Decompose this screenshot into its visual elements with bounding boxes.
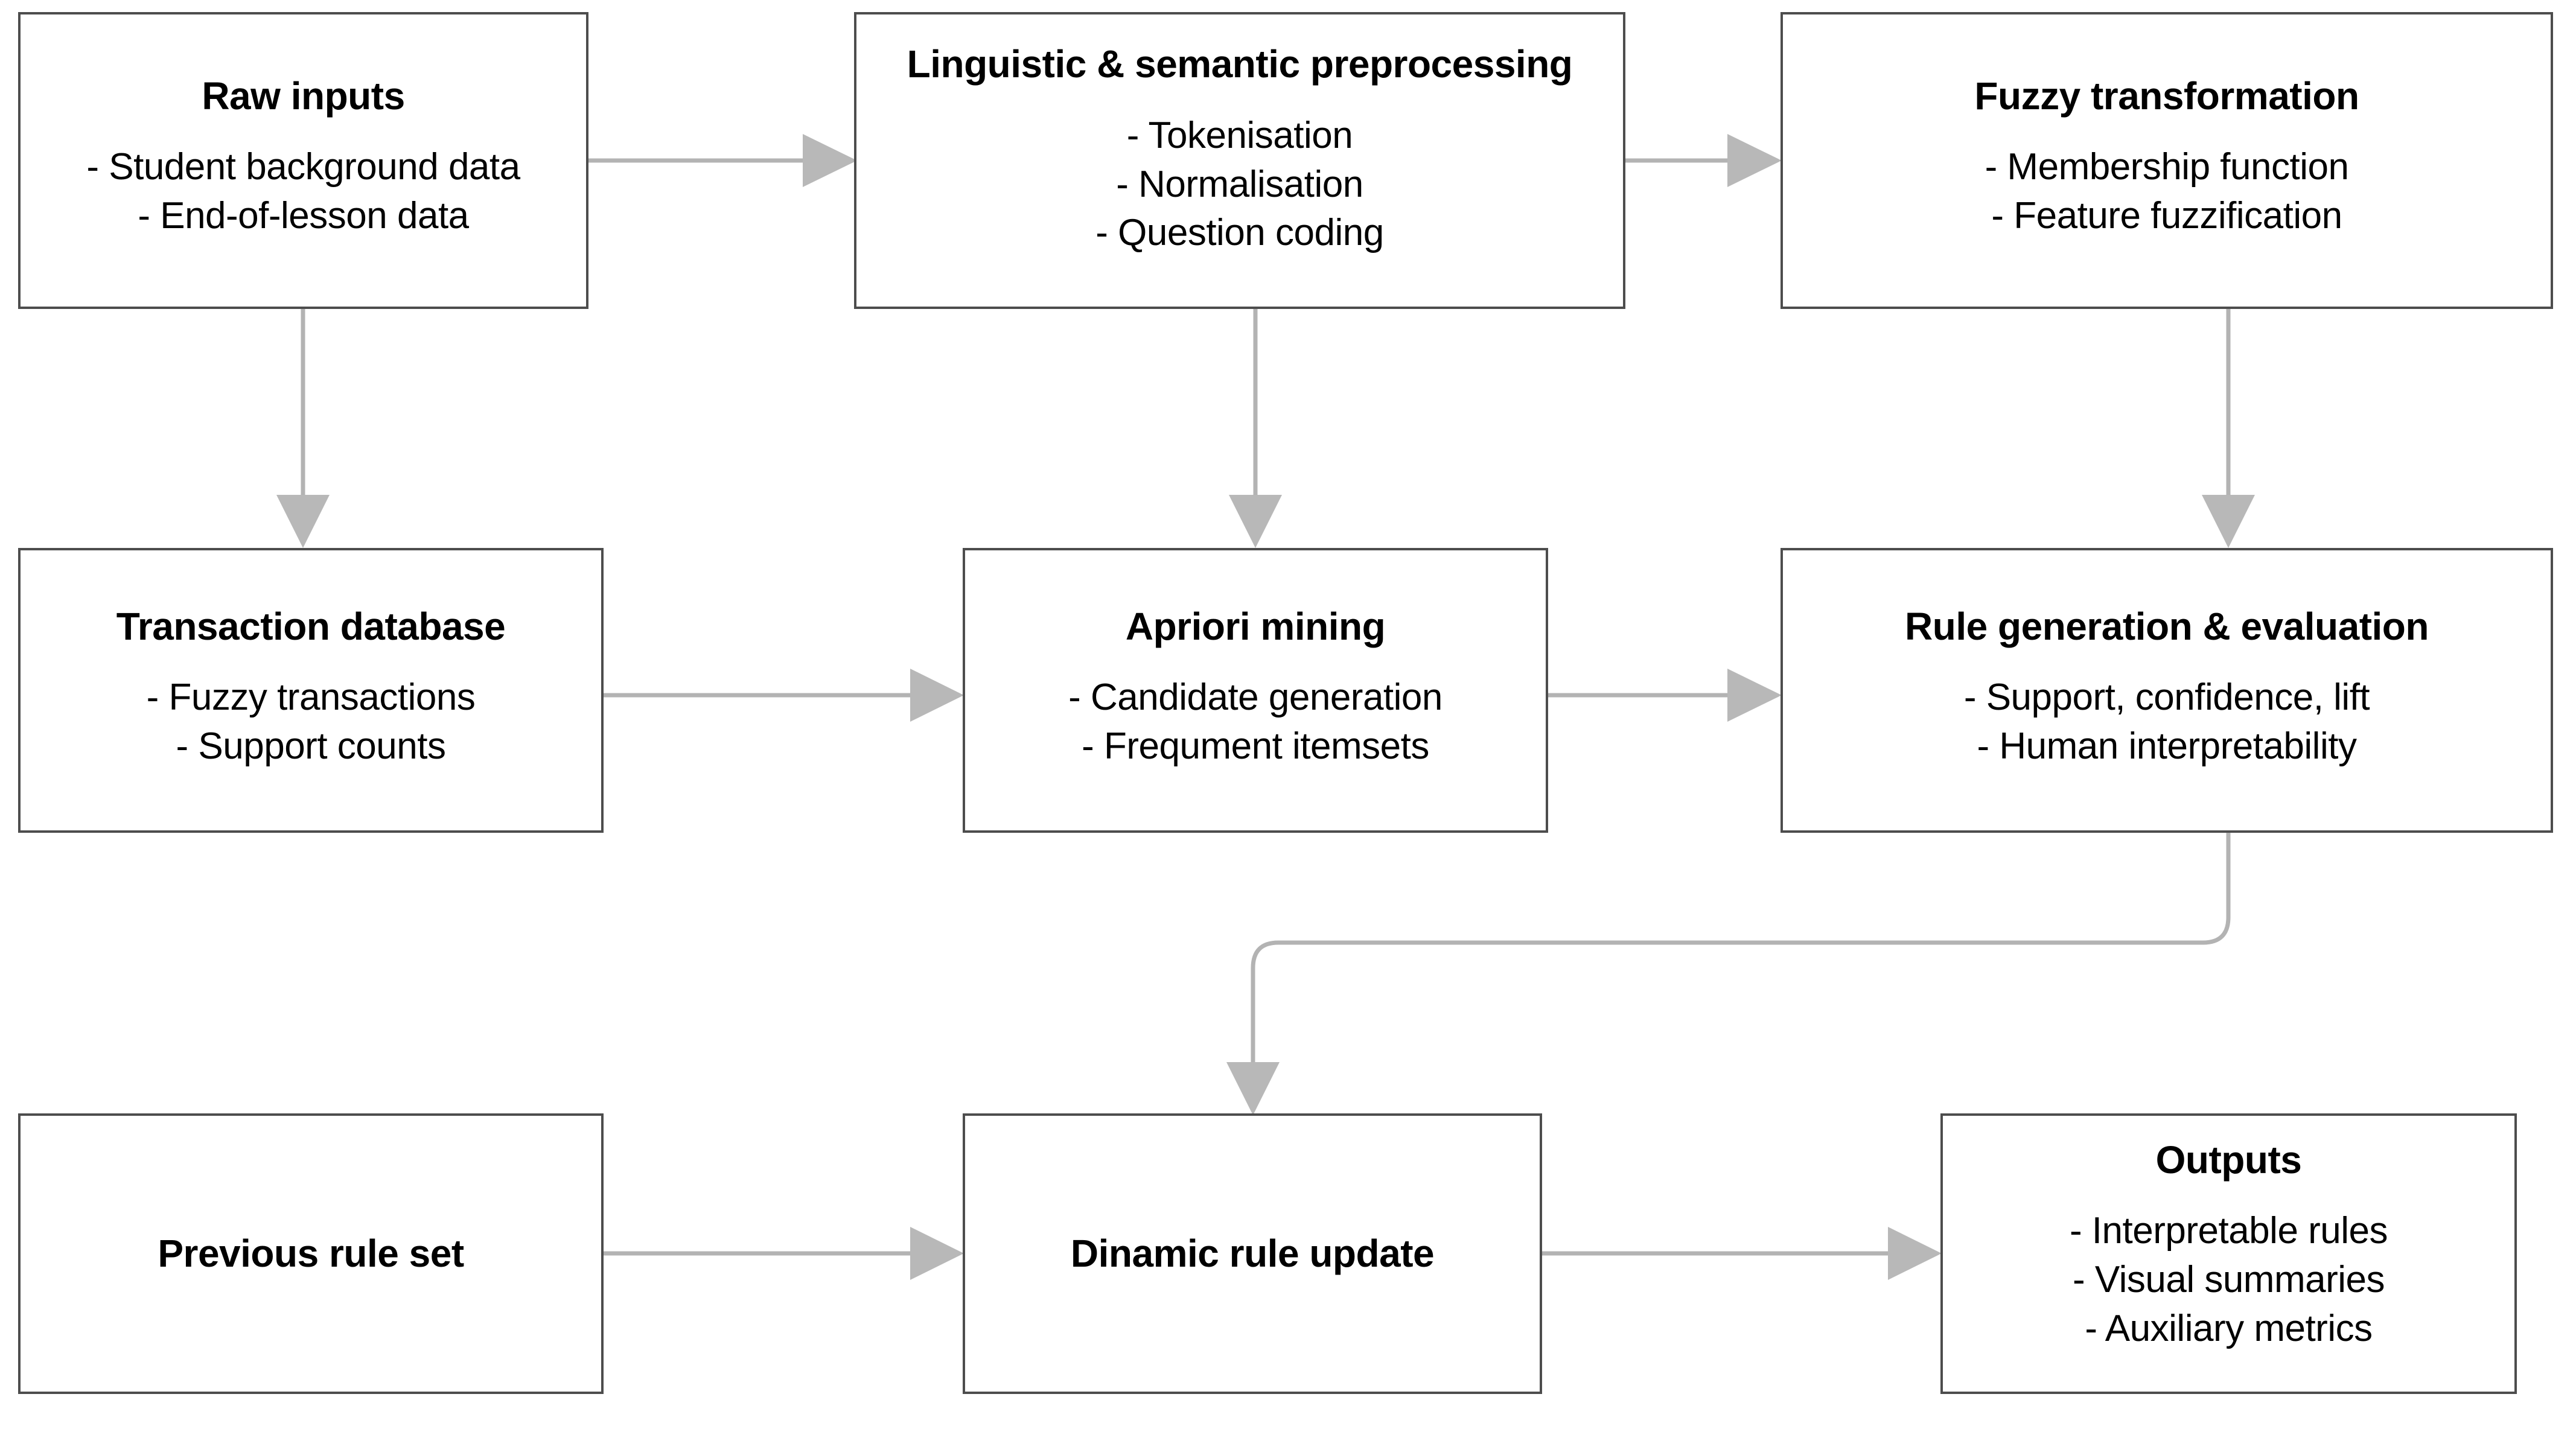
node-apriori-mining[interactable]: Apriori mining - Candidate generation - …: [963, 548, 1548, 833]
detail-line: - Membership function: [1985, 146, 2349, 188]
node-title: Outputs: [2155, 1138, 2302, 1182]
node-title: Transaction database: [116, 604, 506, 648]
detail-line: - Student background data: [86, 146, 520, 188]
node-rule-generation-evaluation[interactable]: Rule generation & evaluation - Support, …: [1781, 548, 2553, 833]
detail-line: - End-of-lesson data: [138, 194, 469, 237]
node-detail-list: - Student background data - End-of-lesso…: [86, 143, 520, 240]
node-title: Apriori mining: [1125, 604, 1386, 648]
node-title: Dinamic rule update: [1070, 1231, 1435, 1275]
edge-fuzzy-to-rule-gen: [2202, 309, 2255, 548]
node-dinamic-rule-update[interactable]: Dinamic rule update: [963, 1113, 1542, 1394]
node-detail-list: - Membership function - Feature fuzzific…: [1985, 143, 2349, 240]
node-outputs[interactable]: Outputs - Interpretable rules - Visual s…: [1940, 1113, 2517, 1394]
node-title: Raw inputs: [202, 74, 405, 118]
detail-line: - Frequment itemsets: [1082, 725, 1429, 767]
node-title: Rule generation & evaluation: [1905, 604, 2429, 648]
detail-line: - Fuzzy transactions: [146, 676, 476, 719]
detail-line: - Support, confidence, lift: [1963, 676, 2370, 719]
node-detail-list: - Candidate generation - Frequment items…: [1068, 673, 1443, 771]
node-linguistic-semantic-preprocessing[interactable]: Linguistic & semantic preprocessing - To…: [854, 12, 1625, 309]
node-title: Previous rule set: [158, 1231, 464, 1275]
node-detail-list: - Fuzzy transactions - Support counts: [147, 673, 476, 771]
detail-line: - Tokenisation: [1126, 114, 1353, 156]
node-raw-inputs[interactable]: Raw inputs - Student background data - E…: [18, 12, 588, 309]
detail-line: - Question coding: [1095, 212, 1384, 254]
node-detail-list: - Tokenisation - Normalisation - Questio…: [1095, 112, 1384, 258]
edge-preprocessing-to-fuzzy: [1625, 134, 1782, 187]
edge-preprocessing-to-apriori: [1229, 309, 1282, 548]
node-title: Fuzzy transformation: [1974, 74, 2359, 118]
edge-transaction-to-apriori: [604, 669, 964, 722]
detail-line: - Human interpretability: [1977, 725, 2357, 767]
detail-line: - Visual summaries: [2072, 1259, 2385, 1301]
node-transaction-database[interactable]: Transaction database - Fuzzy transaction…: [18, 548, 604, 833]
node-detail-list: - Interpretable rules - Visual summaries…: [2070, 1207, 2388, 1353]
edge-dynamic-to-outputs: [1542, 1227, 1942, 1280]
detail-line: - Support counts: [176, 725, 446, 767]
node-detail-list: - Support, confidence, lift - Human inte…: [1964, 673, 2370, 771]
detail-line: - Candidate generation: [1068, 676, 1443, 719]
node-fuzzy-transformation[interactable]: Fuzzy transformation - Membership functi…: [1781, 12, 2553, 309]
detail-line: - Auxiliary metrics: [2085, 1307, 2373, 1349]
edge-raw-to-preprocessing: [588, 134, 857, 187]
node-title: Linguistic & semantic preprocessing: [907, 42, 1573, 86]
edge-rule-gen-to-dynamic: [1226, 833, 2231, 1115]
detail-line: - Feature fuzzification: [1991, 194, 2342, 237]
node-previous-rule-set[interactable]: Previous rule set: [18, 1113, 604, 1394]
edge-raw-to-transaction: [276, 309, 330, 548]
edge-apriori-to-rule-gen: [1548, 669, 1782, 722]
edge-previous-to-dynamic: [604, 1227, 964, 1280]
detail-line: - Interpretable rules: [2069, 1210, 2388, 1252]
detail-line: - Normalisation: [1116, 163, 1363, 205]
